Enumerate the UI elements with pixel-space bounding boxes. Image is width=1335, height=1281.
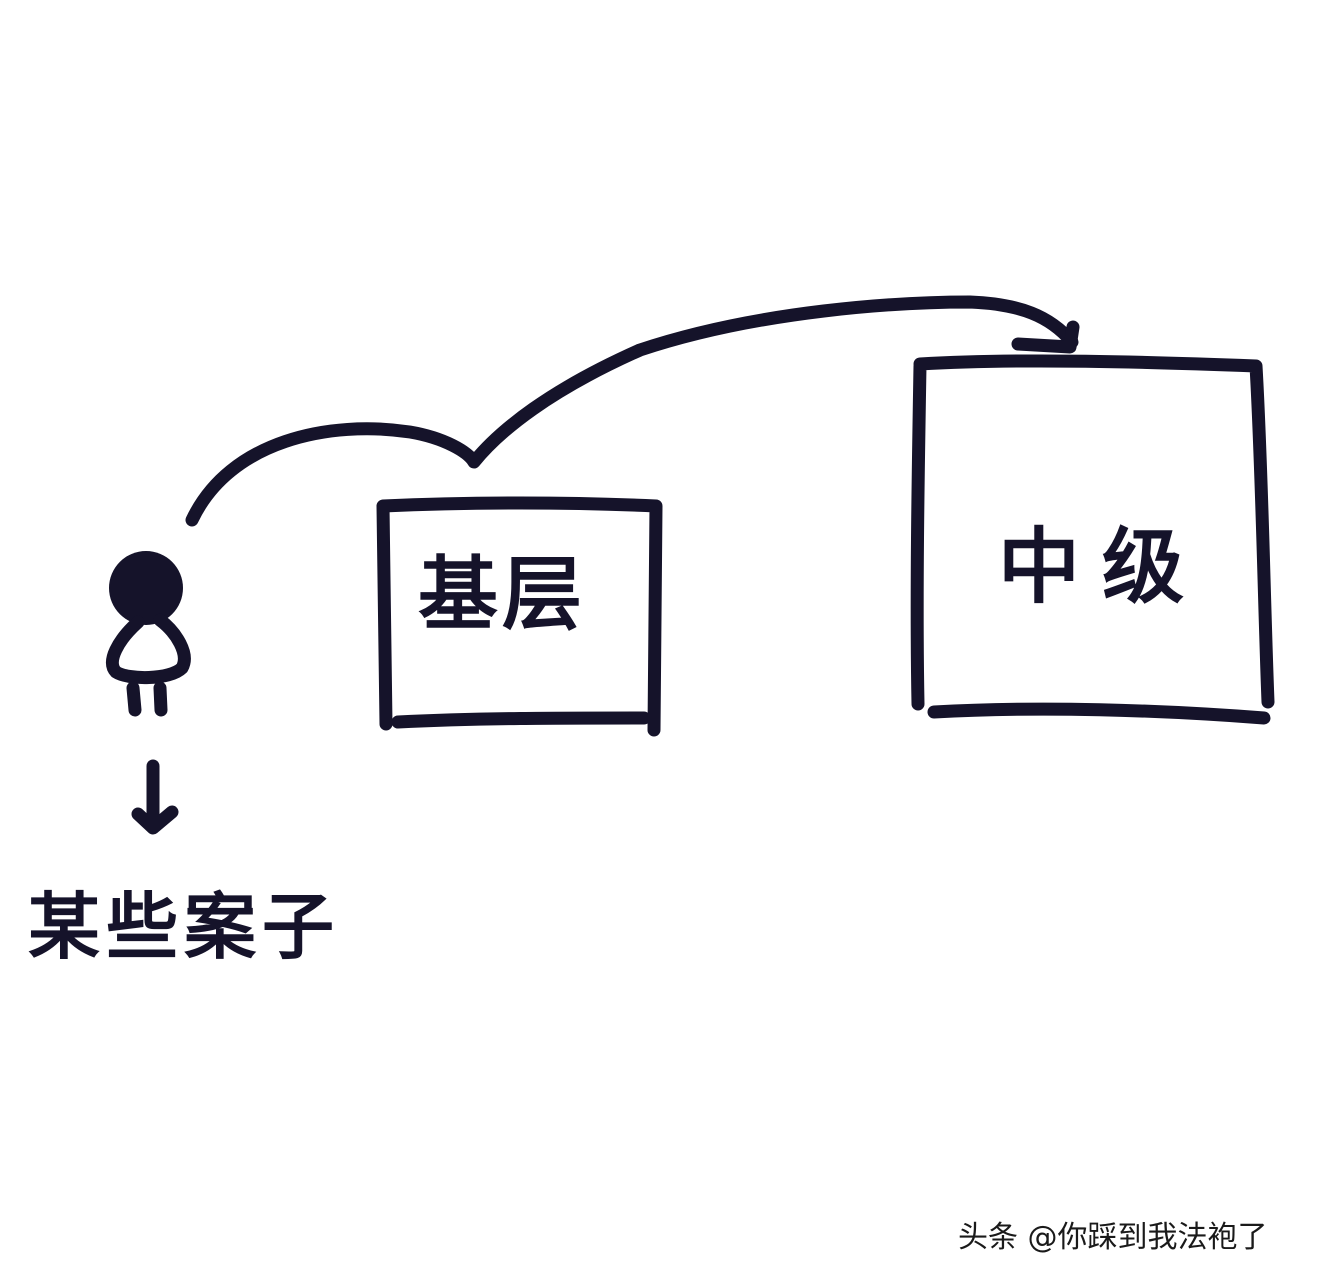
box-zhongji-label: 中级 (998, 500, 1206, 619)
watermark: 头条 @你踩到我法袍了 (958, 1212, 1268, 1256)
curved-arrow-line (192, 302, 1072, 520)
person-body (112, 620, 184, 678)
down-arrow (138, 766, 172, 828)
box-jiceng-label: 基层 (418, 530, 586, 646)
person-figure (109, 551, 184, 710)
person-caption: 某些案子 (28, 868, 340, 973)
person-head (109, 551, 183, 625)
person-leg-right (160, 688, 161, 710)
curved-arrow (192, 302, 1073, 520)
person-leg-left (133, 688, 135, 710)
